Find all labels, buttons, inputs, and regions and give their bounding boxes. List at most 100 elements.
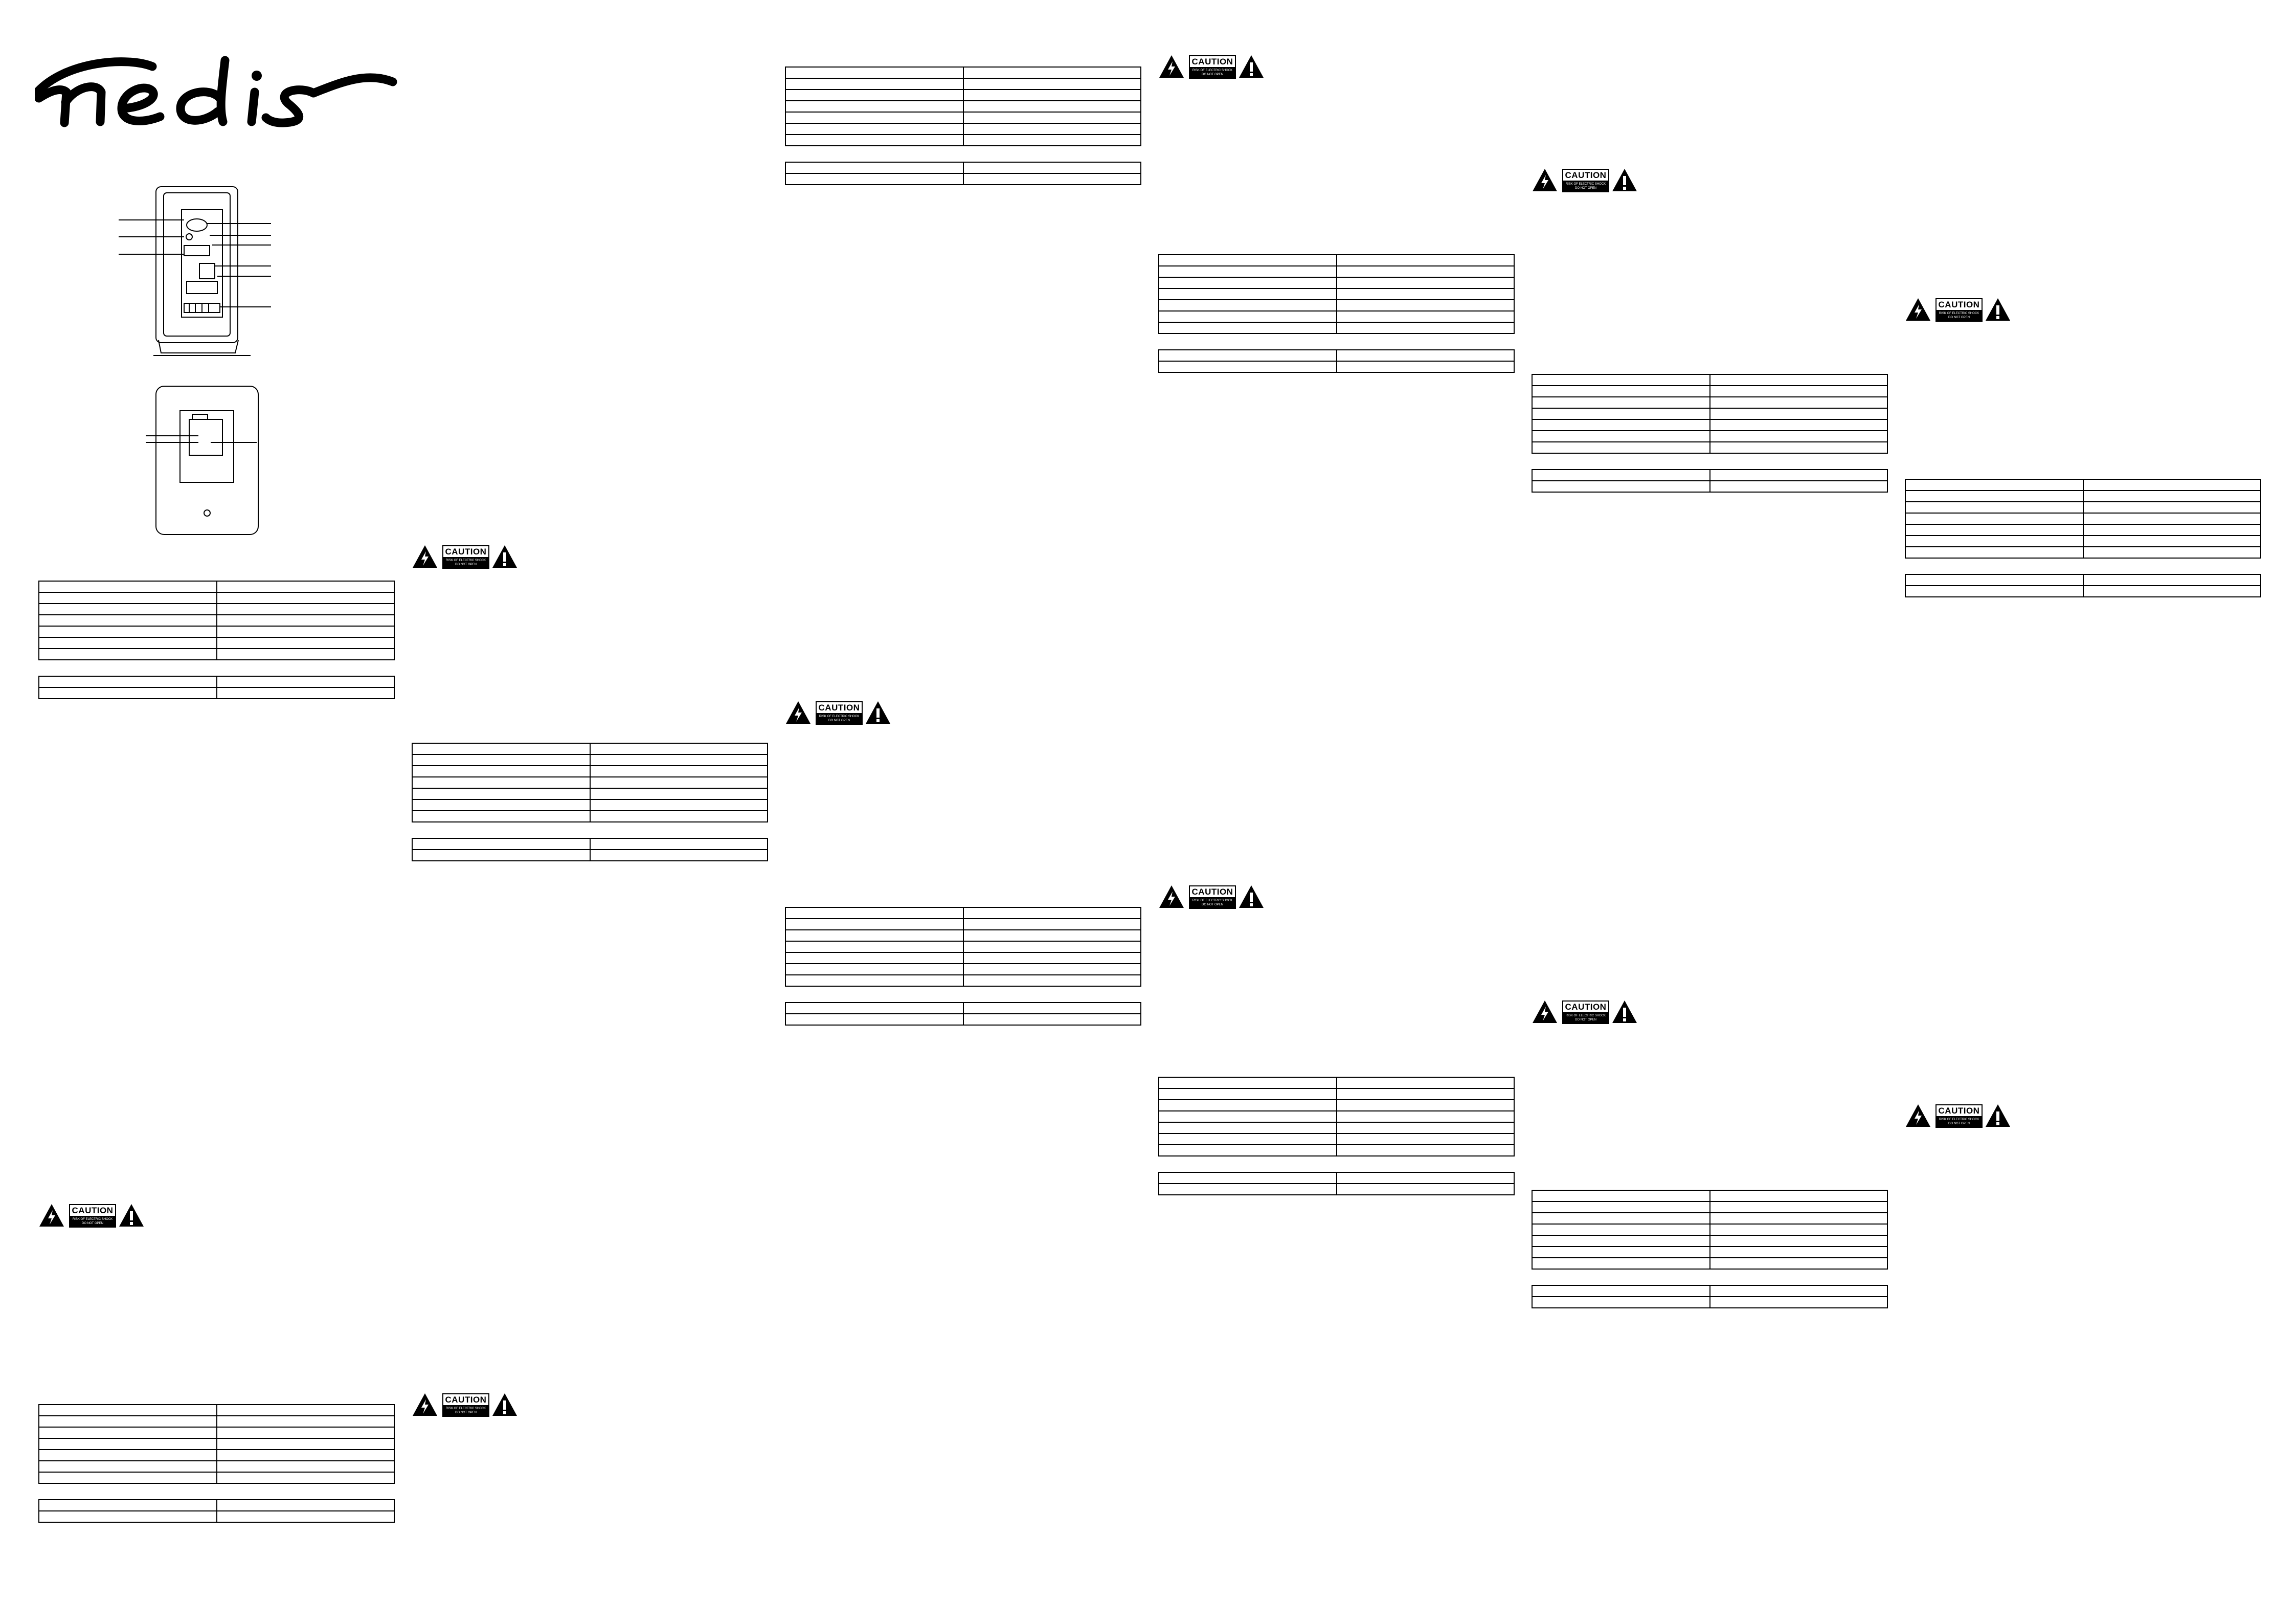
spec-value-cell bbox=[216, 1499, 395, 1511]
caution-heading: CAUTION bbox=[72, 1206, 114, 1215]
table-row bbox=[785, 1013, 1141, 1026]
spec-value-cell bbox=[589, 788, 768, 800]
spec-label-cell bbox=[785, 918, 964, 930]
table-row bbox=[412, 849, 768, 861]
spec-label-cell bbox=[1532, 1190, 1710, 1202]
spec-grid bbox=[785, 162, 1141, 185]
table-row bbox=[785, 929, 1141, 942]
table-row bbox=[1532, 374, 1888, 386]
caution-subtext: RISK OF ELECTRIC SHOCK DO NOT OPEN bbox=[817, 713, 862, 724]
spec-value-cell bbox=[2082, 585, 2261, 597]
spec-value-cell bbox=[1709, 408, 1888, 420]
spec-label-cell bbox=[785, 941, 964, 953]
table-row bbox=[785, 78, 1141, 90]
spec-grid bbox=[1532, 1285, 1888, 1308]
table-row bbox=[1158, 1144, 1515, 1156]
spec-table bbox=[1158, 254, 1515, 373]
spec-value-cell bbox=[216, 676, 395, 688]
table-row bbox=[1158, 1183, 1515, 1195]
spec-value-cell bbox=[216, 1404, 395, 1416]
spec-value-cell bbox=[1336, 1099, 1515, 1111]
spec-label-cell bbox=[38, 581, 217, 593]
table-row bbox=[1532, 441, 1888, 454]
spec-label-cell bbox=[1905, 574, 2084, 586]
spec-value-cell bbox=[1336, 299, 1515, 312]
caution-subtext: RISK OF ELECTRIC SHOCK DO NOT OPEN bbox=[1190, 897, 1235, 908]
table-row bbox=[1905, 535, 2261, 547]
spec-label-cell bbox=[38, 1438, 217, 1450]
spec-value-cell bbox=[216, 626, 395, 638]
electric-shock-warning-icon bbox=[1906, 298, 1930, 321]
spec-value-cell bbox=[1709, 1223, 1888, 1236]
spec-value-cell bbox=[1709, 1212, 1888, 1225]
spec-label-cell bbox=[1158, 349, 1337, 362]
spec-label-cell bbox=[1158, 310, 1337, 323]
spec-label-cell bbox=[1158, 1133, 1337, 1145]
table-row bbox=[1905, 546, 2261, 559]
spec-value-cell bbox=[1709, 480, 1888, 493]
table-row bbox=[1158, 361, 1515, 373]
table-row bbox=[38, 687, 395, 699]
spec-value-cell bbox=[1336, 288, 1515, 300]
caution-heading: CAUTION bbox=[445, 547, 487, 557]
spec-value-cell bbox=[1709, 1246, 1888, 1258]
table-row bbox=[1532, 1246, 1888, 1258]
table-row bbox=[38, 614, 395, 627]
table-row bbox=[785, 112, 1141, 124]
spec-label-cell bbox=[1532, 374, 1710, 386]
spec-label-cell bbox=[1905, 535, 2084, 547]
spec-label-cell bbox=[785, 89, 964, 101]
spec-label-cell bbox=[1158, 254, 1337, 266]
spec-value-cell bbox=[1336, 1144, 1515, 1156]
electric-shock-warning-icon bbox=[413, 545, 437, 568]
spec-value-cell bbox=[589, 754, 768, 766]
spec-label-cell bbox=[1158, 1110, 1337, 1123]
spec-label-cell bbox=[1158, 265, 1337, 278]
spec-label-cell bbox=[1532, 469, 1710, 481]
spec-label-cell bbox=[1158, 1183, 1337, 1195]
table-row bbox=[38, 603, 395, 615]
spec-value-cell bbox=[216, 1415, 395, 1428]
spec-value-cell bbox=[1709, 1190, 1888, 1202]
spec-value-cell bbox=[216, 1449, 395, 1461]
spec-value-cell bbox=[962, 974, 1141, 987]
table-row bbox=[1532, 469, 1888, 481]
spec-label-cell bbox=[1905, 524, 2084, 536]
table-row bbox=[1532, 408, 1888, 420]
electric-shock-warning-icon bbox=[1533, 169, 1557, 191]
spec-grid bbox=[785, 66, 1141, 146]
spec-grid bbox=[1532, 1190, 1888, 1270]
table-row bbox=[1532, 1223, 1888, 1236]
table-row bbox=[1532, 1190, 1888, 1202]
spec-grid bbox=[1905, 574, 2261, 597]
table-row bbox=[1158, 322, 1515, 334]
spec-value-cell bbox=[962, 963, 1141, 975]
spec-value-cell bbox=[1336, 277, 1515, 289]
spec-label-cell bbox=[38, 637, 217, 649]
table-row bbox=[785, 66, 1141, 79]
table-row bbox=[1905, 490, 2261, 502]
spec-label-cell bbox=[412, 810, 591, 822]
spec-label-cell bbox=[1905, 501, 2084, 514]
exclamation-warning-icon bbox=[119, 1204, 144, 1227]
spec-grid bbox=[1158, 254, 1515, 334]
spec-value-cell bbox=[1709, 1235, 1888, 1247]
exclamation-warning-icon bbox=[492, 1393, 517, 1416]
table-row bbox=[785, 134, 1141, 146]
spec-value-cell bbox=[2082, 501, 2261, 514]
spec-label-cell bbox=[1532, 1246, 1710, 1258]
spec-value-cell bbox=[962, 123, 1141, 135]
spec-value-cell bbox=[1336, 349, 1515, 362]
exclamation-warning-icon bbox=[1239, 885, 1264, 908]
table-row bbox=[38, 1427, 395, 1439]
spec-table bbox=[785, 907, 1141, 1026]
caution-subtext: RISK OF ELECTRIC SHOCK DO NOT OPEN bbox=[1563, 181, 1608, 191]
table-row bbox=[1532, 1296, 1888, 1308]
spec-label-cell bbox=[1905, 585, 2084, 597]
table-row bbox=[1158, 288, 1515, 300]
spec-value-cell bbox=[1709, 1201, 1888, 1213]
table-row bbox=[38, 626, 395, 638]
spec-value-cell bbox=[1336, 361, 1515, 373]
